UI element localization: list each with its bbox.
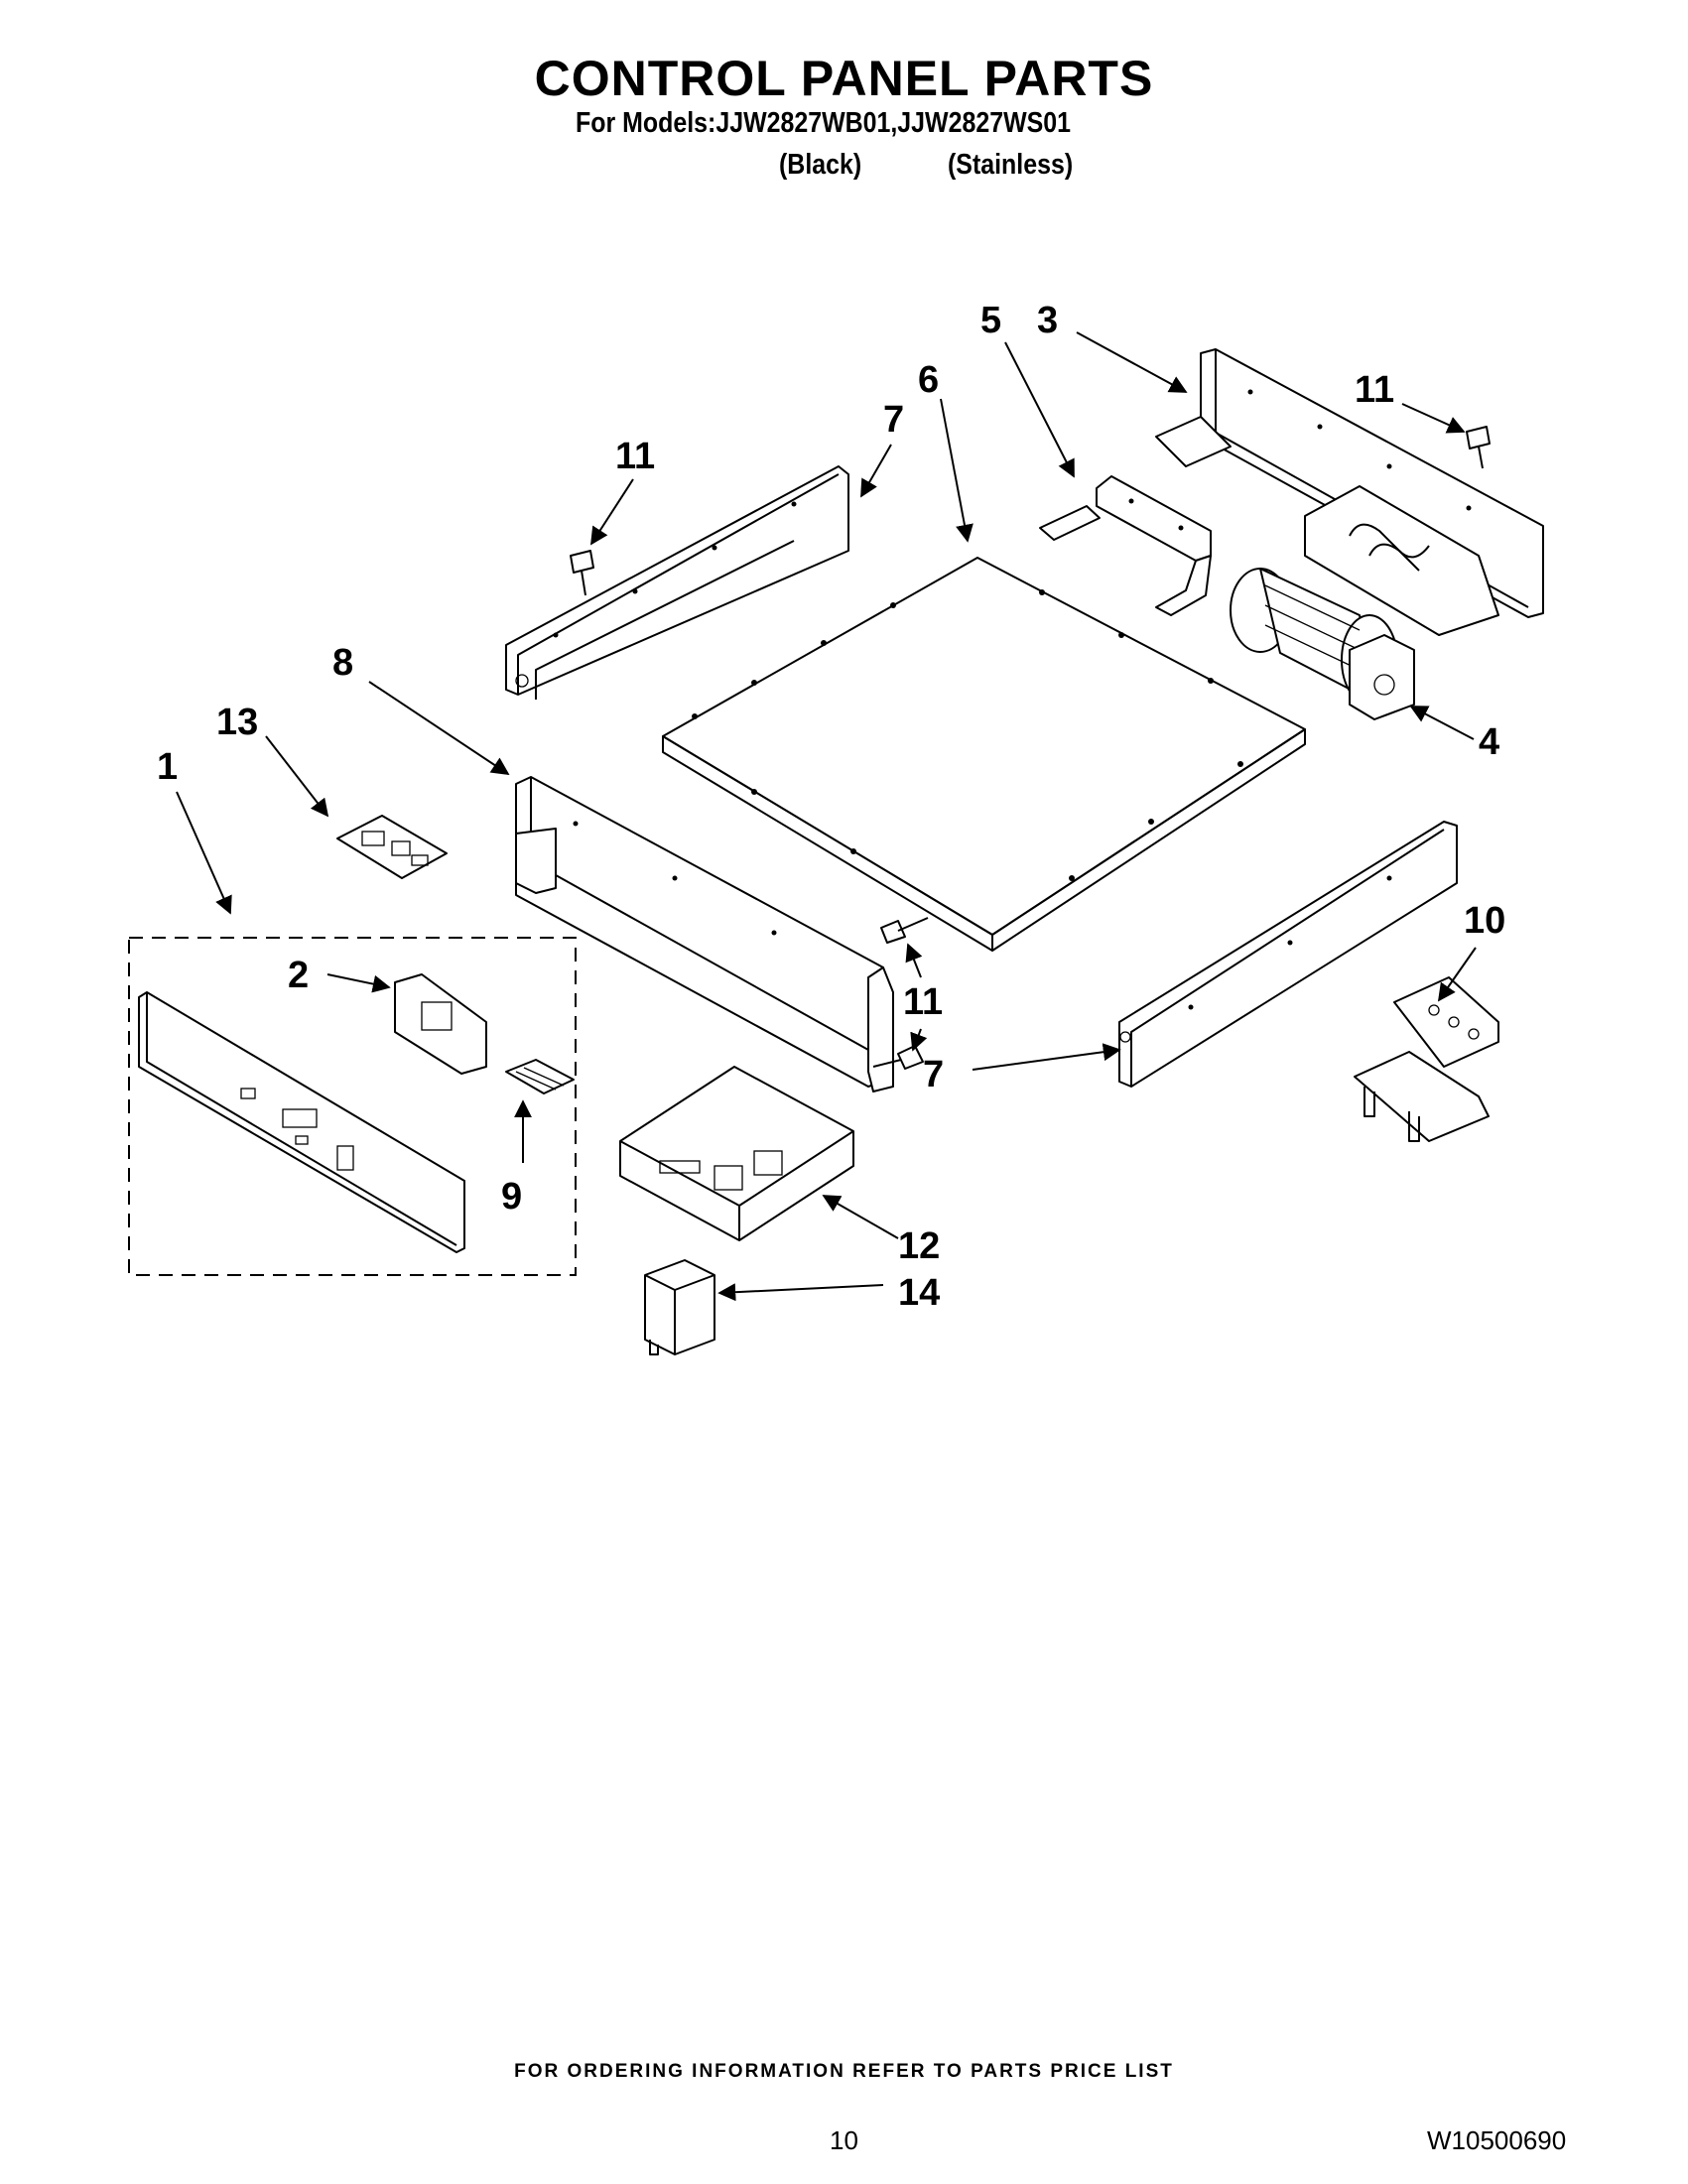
callout-14: 14 [898,1272,940,1314]
callout-9: 9 [501,1176,522,1218]
callout-1: 1 [157,746,178,788]
callout-10: 10 [1464,900,1505,942]
callout-2: 2 [288,955,309,996]
part-5-mounting-bracket [1039,475,1212,616]
variant-stainless-label: (Stainless) [948,149,1074,181]
callout-11-left: 11 [615,436,655,477]
part-11-screw-upper-right [1466,426,1491,469]
part-11-screw-upper-left [570,550,594,596]
callout-7-lower: 7 [923,1054,944,1095]
part-3-rear-bracket [1155,348,1544,636]
callout-6: 6 [918,359,939,401]
part-7-side-bracket-upper [505,465,849,700]
callout-12: 12 [898,1225,940,1267]
part-11-screw-center [880,917,929,944]
part-1-control-panel [138,991,465,1253]
part-11-screw-lower [872,1045,924,1070]
part-14-relay [644,1259,715,1355]
part-13-small-circuit-board [336,815,448,879]
part-10-bracket [1354,976,1499,1142]
part-6-top-panel [662,557,1306,952]
leader-lines [176,331,1477,1302]
part-7-side-bracket-lower [1118,821,1458,1088]
variant-black-label: (Black) [779,149,862,181]
part-4-blower-motor [1230,568,1415,720]
page-title: CONTROL PANEL PARTS [534,51,1154,106]
callout-5: 5 [980,300,1001,341]
document-code: W10500690 [1427,2125,1567,2155]
part-12-main-control-board [619,1066,854,1241]
part-8-front-bracket [515,776,894,1092]
callout-4: 4 [1479,721,1499,763]
callout-3: 3 [1037,300,1058,341]
page-number: 10 [830,2125,858,2155]
part-2-display-bracket [394,973,487,1075]
part-9-keypad [505,1059,575,1094]
callout-7-upper: 7 [883,399,904,441]
ordering-note: FOR ORDERING INFORMATION REFER TO PARTS … [514,2061,1174,2082]
callout-13: 13 [216,702,258,743]
callout-11-center: 11 [903,981,943,1023]
callout-11-right: 11 [1355,369,1394,411]
callout-8: 8 [332,642,353,684]
part-1-assembly-box [128,937,577,1276]
model-numbers: For Models:JJW2827WB01,JJW2827WS01 [576,107,1071,139]
